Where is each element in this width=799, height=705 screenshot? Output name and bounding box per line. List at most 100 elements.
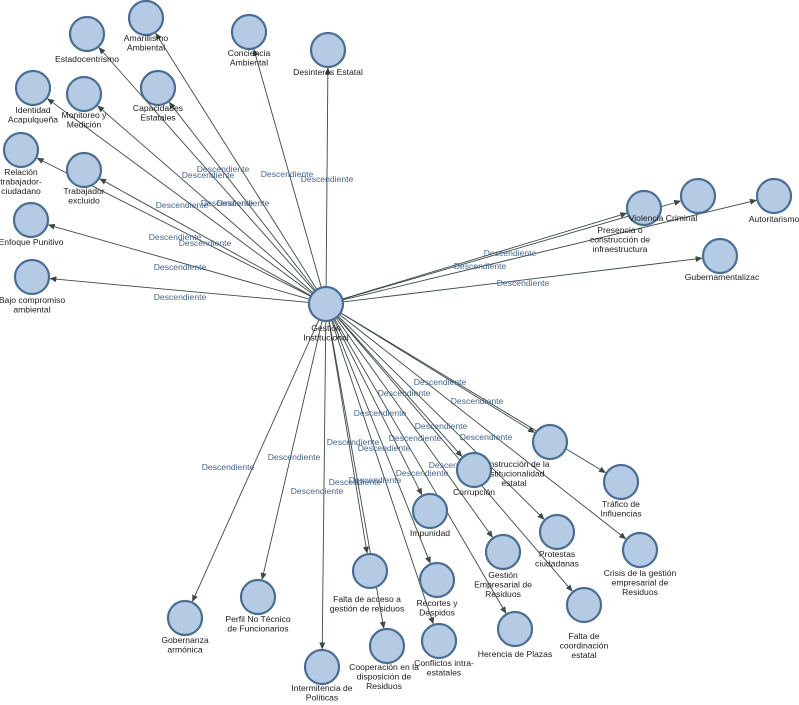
edge-label-amarillismo: Descendiente: [197, 164, 250, 174]
node-label-line: Recortes y: [416, 598, 458, 608]
node-circle-conflictos[interactable]: [420, 622, 458, 660]
node-impunidad[interactable]: Impunidad: [410, 492, 450, 538]
node-circle-capacidades[interactable]: [139, 69, 177, 107]
node-circle-identidad[interactable]: [14, 69, 52, 107]
node-circle-corrupcion[interactable]: [455, 451, 493, 489]
node-circle-trafico[interactable]: [602, 463, 640, 501]
node-label-line: Amarillismo: [124, 33, 169, 43]
node-label-line: institucionalidad: [483, 469, 544, 479]
node-autoritarismo[interactable]: Autoritarismo: [749, 177, 799, 224]
node-circle-gestionemp[interactable]: [484, 533, 522, 571]
node-conflictos[interactable]: Conflictos intra-estatales: [414, 622, 474, 678]
edge-estadocentrismo: [98, 47, 316, 292]
edge-label-trabajador: Descendiente: [179, 238, 232, 248]
node-circle-presencia[interactable]: [625, 189, 663, 227]
node-circle-herencia[interactable]: [496, 610, 534, 648]
node-desinteres[interactable]: Desinterés Estatal: [293, 31, 363, 77]
edge-monitoreo: [97, 105, 314, 294]
node-circle-gubernamental[interactable]: [701, 237, 739, 275]
edge-label-gestionemp: Descendiente: [354, 408, 407, 418]
node-circle-crisis[interactable]: [621, 531, 659, 569]
edge-impunidad: [333, 318, 423, 496]
node-circle-intermitencia[interactable]: [303, 648, 341, 686]
node-gubernamental[interactable]: Gubernamentalizac: [685, 237, 760, 282]
edge-autoritarismo: [342, 198, 757, 301]
node-estadocentrismo[interactable]: Estadocentrismo: [55, 15, 119, 64]
node-circle-impunidad[interactable]: [411, 492, 449, 530]
node-circle-perfil[interactable]: [239, 578, 277, 616]
edge-perfil: [260, 320, 323, 580]
node-circle-recortes[interactable]: [418, 561, 456, 599]
edge-gubernamental: [342, 256, 703, 303]
node-label-line: Enfoque Punitivo: [0, 237, 64, 247]
node-circle-monitoreo[interactable]: [65, 75, 103, 113]
edge-label-identidad: Descendiente: [201, 198, 254, 208]
node-corrupcion[interactable]: Corrupción: [453, 451, 495, 497]
node-violencia[interactable]: Violencia Criminal: [629, 177, 717, 223]
node-circle-falta_acceso[interactable]: [351, 552, 389, 590]
node-circle-autoritarismo[interactable]: [755, 177, 793, 215]
node-label-line: Corrupción: [453, 487, 495, 497]
node-circle-protestas[interactable]: [538, 513, 576, 551]
node-label-line: trabajador-: [0, 177, 42, 187]
edge-label-protestas: Descendiente: [378, 388, 431, 398]
node-circle-center[interactable]: [307, 285, 345, 323]
node-enfoque[interactable]: Enfoque Punitivo: [0, 201, 64, 247]
node-circle-falta_coord[interactable]: [565, 586, 603, 624]
node-label-line: Construcción de la: [478, 459, 549, 469]
node-label-line: infraestructura: [593, 244, 648, 254]
node-herencia[interactable]: Herencia de Plazas: [478, 610, 553, 659]
node-circle-conciencia[interactable]: [230, 13, 268, 51]
node-circle-bajo[interactable]: [13, 258, 51, 296]
node-label-line: Cooperación en la: [349, 662, 419, 672]
node-label-gubernamental: Gubernamentalizac: [685, 272, 760, 282]
node-circle-relacion[interactable]: [2, 131, 40, 169]
edge-label-gobernanza: Descendiente: [202, 462, 255, 472]
node-label-line: Perfil No Técnico: [225, 614, 290, 624]
node-circle-desinteres[interactable]: [309, 31, 347, 69]
node-circle-cooperacion[interactable]: [368, 627, 406, 665]
node-circle-estadocentrismo[interactable]: [68, 15, 106, 53]
edges-layer: [36, 32, 757, 650]
node-circle-construccion[interactable]: [531, 423, 569, 461]
node-circle-amarillismo[interactable]: [127, 0, 165, 37]
node-circle-enfoque[interactable]: [12, 201, 50, 239]
edge-falta_acceso: [328, 320, 370, 554]
node-label-line: Crisis de la gestión: [604, 568, 677, 578]
node-label-line: Desinterés Estatal: [293, 67, 363, 77]
node-circle-gobernanza[interactable]: [166, 599, 204, 637]
edge-falta_coord: [336, 316, 573, 592]
edge-label-cooperacion: Descendiente: [329, 477, 382, 487]
node-circle-violencia[interactable]: [679, 177, 717, 215]
node-circle-trabajador[interactable]: [65, 151, 103, 189]
node-label-line: estatales: [427, 668, 461, 678]
node-label-line: Identidad: [15, 105, 51, 115]
